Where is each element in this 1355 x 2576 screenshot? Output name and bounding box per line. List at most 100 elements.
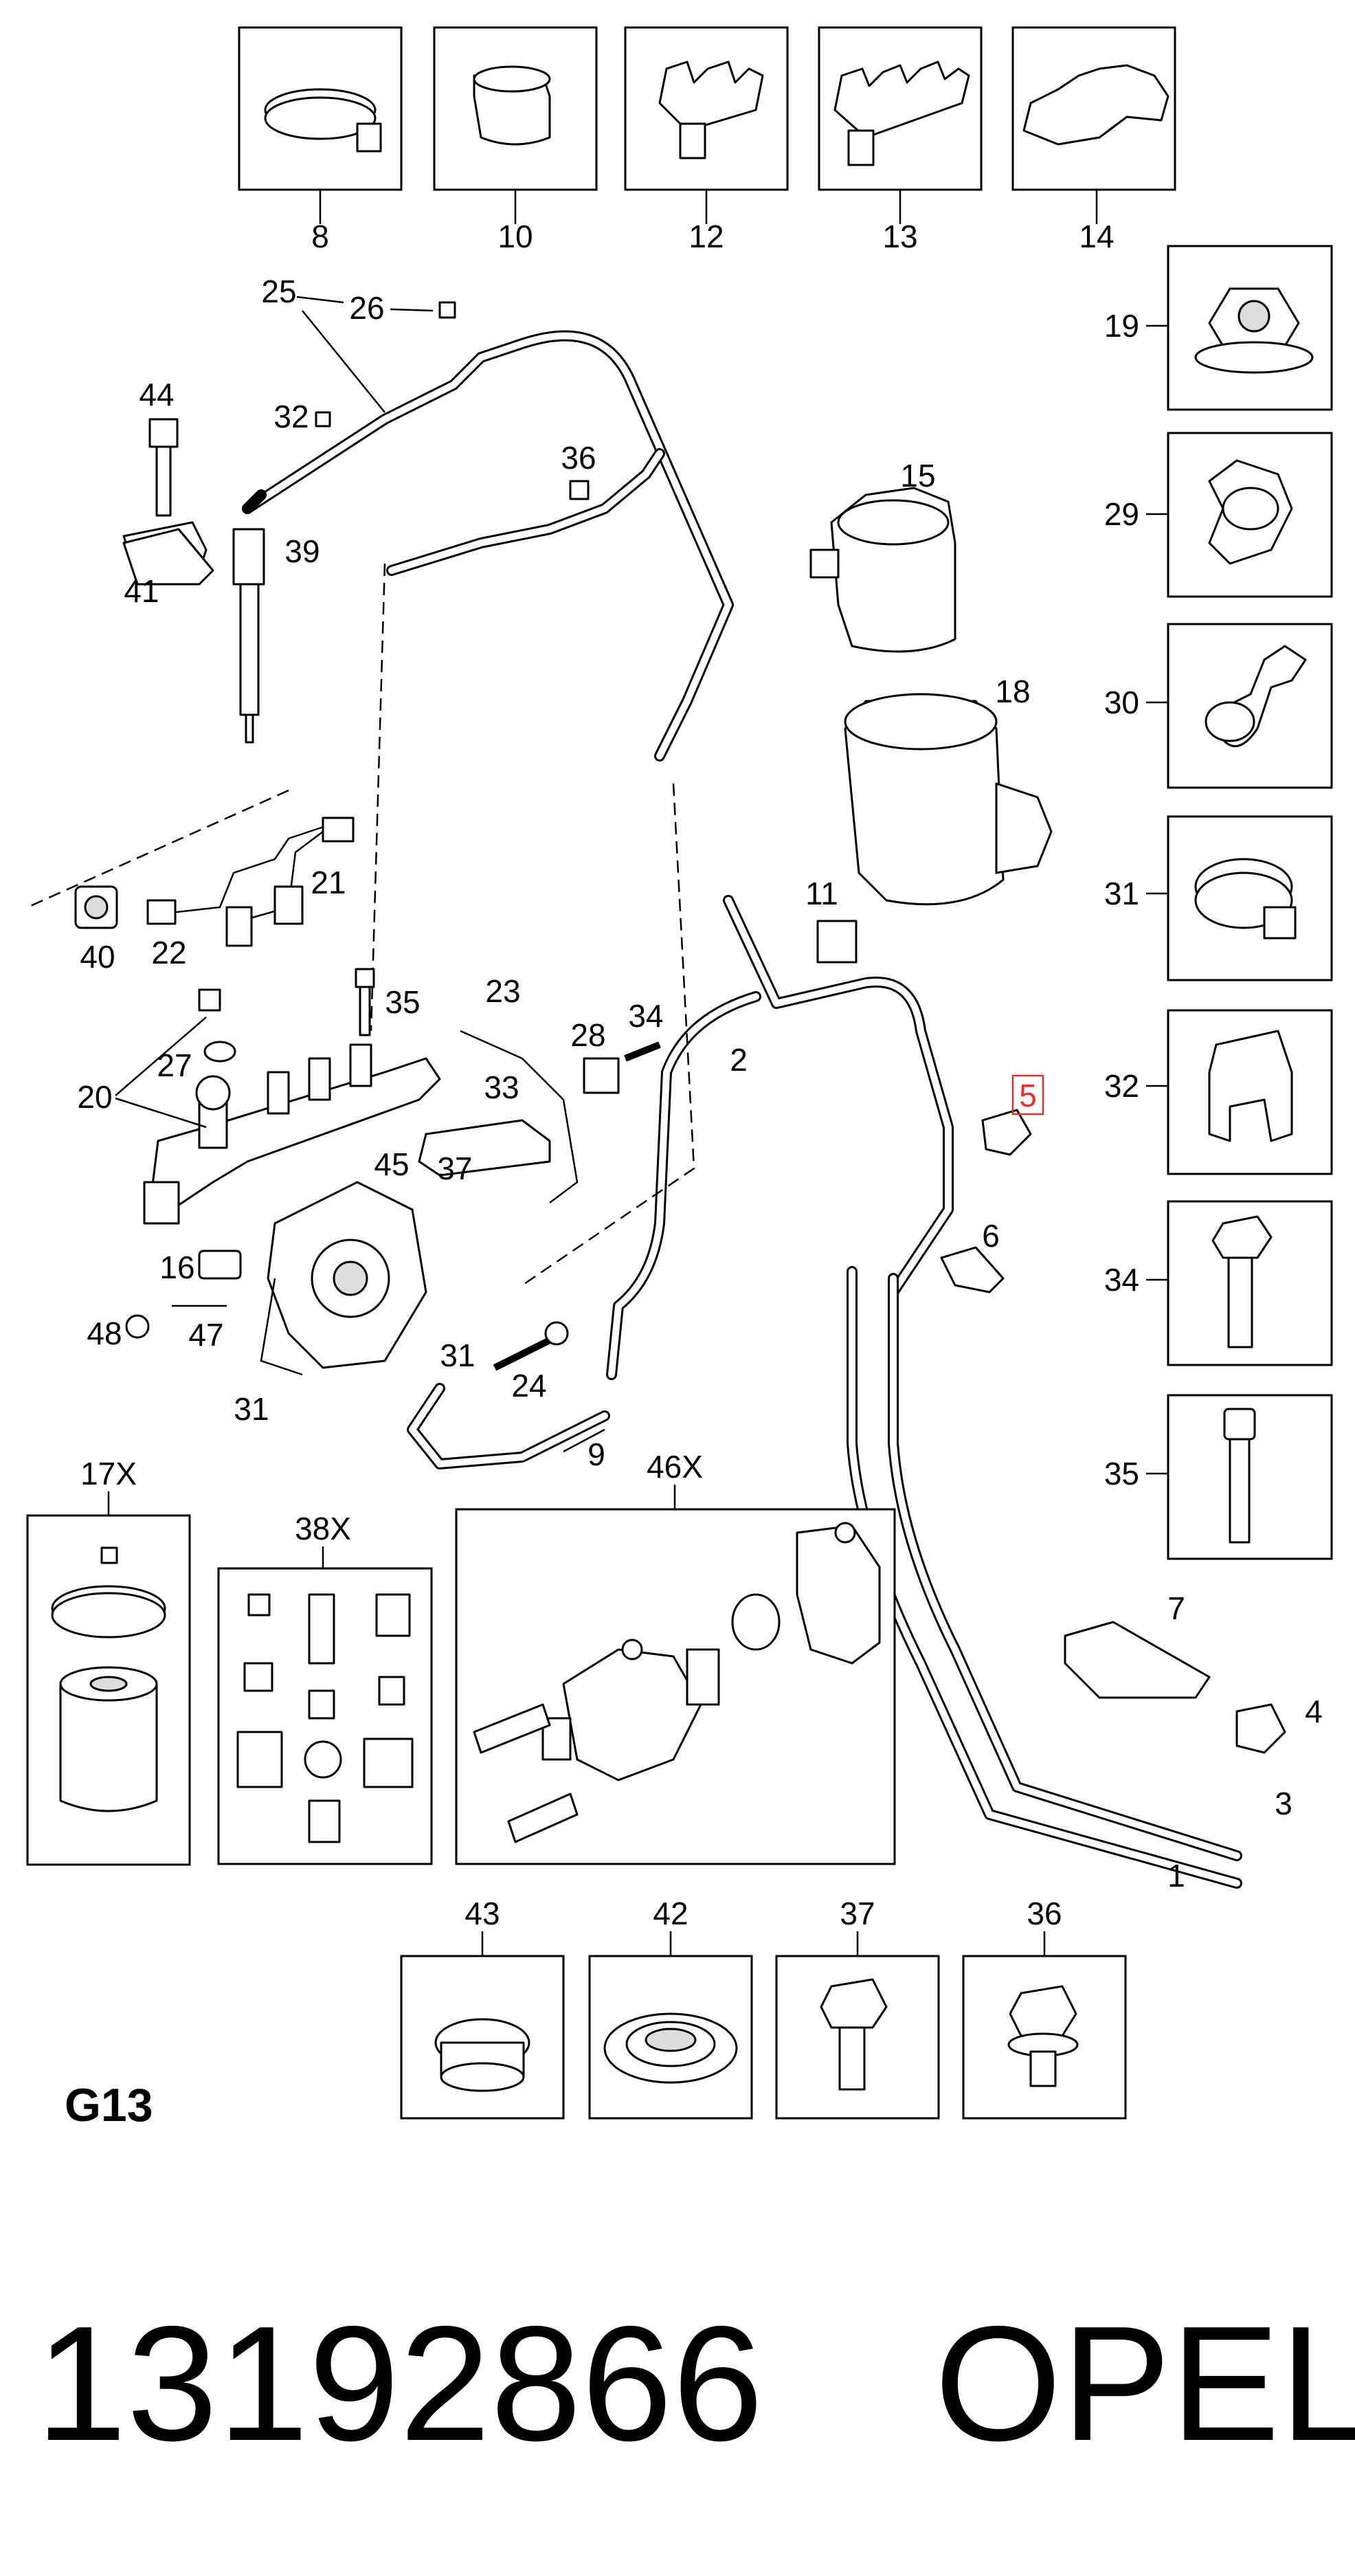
callout-46x: 46X: [647, 1449, 703, 1485]
callout-5-highlight[interactable]: 5: [1011, 1074, 1044, 1115]
detail-box-17x[interactable]: 17X: [26, 1456, 191, 1866]
callout-31-box: 31: [1104, 876, 1139, 911]
bolt-34-small[interactable]: [624, 1041, 661, 1062]
detail-box-14[interactable]: 14: [1011, 26, 1176, 254]
detail-box-30[interactable]: 30: [1104, 623, 1333, 789]
callout-23: 23: [485, 973, 520, 1009]
callout-10: 10: [497, 219, 533, 254]
callout-4: 4: [1305, 1694, 1323, 1729]
detail-box-13[interactable]: 13: [818, 26, 983, 254]
detail-box-35[interactable]: 35: [1104, 1394, 1333, 1560]
clip-11[interactable]: [816, 920, 858, 964]
bolt-35[interactable]: [355, 968, 375, 1036]
detail-box-37[interactable]: 37: [775, 1896, 940, 2120]
callout-34-upper: 34: [628, 998, 663, 1034]
housing-18[interactable]: [844, 693, 1053, 906]
callout-19: 19: [1104, 308, 1139, 344]
callout-45: 45: [374, 1146, 409, 1182]
sensor-harness-21-22[interactable]: [146, 817, 355, 947]
clip-28[interactable]: [583, 1057, 620, 1094]
callout-31-upper: 31: [440, 1337, 475, 1373]
callout-37-box: 37: [840, 1896, 875, 1931]
callout-24: 24: [511, 1368, 546, 1403]
callout-32-box: 32: [1104, 1068, 1139, 1104]
callout-35-box: 35: [1104, 1456, 1139, 1491]
bolt-27[interactable]: [198, 988, 236, 1063]
clip-6[interactable]: [940, 1246, 1005, 1293]
callout-35-upper: 35: [385, 984, 420, 1020]
callout-7: 7: [1167, 1590, 1185, 1626]
plug-40[interactable]: [74, 885, 118, 929]
detail-box-31[interactable]: 31: [1104, 815, 1333, 981]
detail-box-34[interactable]: 34: [1104, 1200, 1333, 1366]
fuel-rail-20[interactable]: [143, 1043, 441, 1225]
callout-40: 40: [80, 939, 115, 975]
callout-25: 25: [261, 274, 296, 309]
callout-3: 3: [1275, 1786, 1292, 1821]
callout-12: 12: [688, 219, 724, 254]
part-number: 13192866: [36, 2293, 763, 2475]
callout-1: 1: [1167, 1858, 1185, 1894]
callout-20: 20: [77, 1079, 112, 1115]
detail-box-46x[interactable]: 46X: [455, 1449, 896, 1865]
detail-box-32[interactable]: 32: [1104, 1009, 1333, 1175]
detail-box-38x[interactable]: 38X: [217, 1511, 433, 1865]
detail-box-29[interactable]: 29: [1104, 432, 1333, 598]
screw-47-nut-48[interactable]: [125, 1304, 227, 1339]
bracket-33[interactable]: [418, 1119, 551, 1177]
connector-25-26-32[interactable]: [242, 301, 590, 514]
callout-47: 47: [188, 1317, 223, 1353]
callout-39: 39: [284, 533, 320, 569]
dashed-leaders: [27, 563, 695, 1287]
callout-36-upper: 36: [561, 440, 596, 476]
callout-13: 13: [882, 219, 917, 254]
callout-5: 5: [1019, 1078, 1037, 1113]
detail-box-10[interactable]: 10: [433, 26, 598, 254]
callout-33: 33: [484, 1069, 519, 1105]
detail-box-8[interactable]: 8: [238, 26, 403, 254]
clip-7[interactable]: [1064, 1621, 1211, 1699]
callout-8: 8: [311, 219, 329, 254]
callout-6: 6: [982, 1218, 1000, 1254]
callout-16: 16: [159, 1250, 194, 1285]
callout-29: 29: [1104, 496, 1139, 532]
callout-14: 14: [1079, 219, 1114, 254]
brand-name: OPEL: [934, 2293, 1355, 2475]
callout-44: 44: [139, 377, 174, 412]
callout-18: 18: [995, 674, 1030, 709]
bolt-44[interactable]: [148, 418, 179, 517]
callout-31-lower: 31: [234, 1391, 269, 1427]
callout-30: 30: [1104, 685, 1139, 720]
detail-box-19[interactable]: 19: [1104, 245, 1333, 411]
callout-48: 48: [87, 1315, 122, 1351]
callout-9: 9: [587, 1436, 605, 1472]
callout-22: 22: [151, 935, 186, 970]
callout-26: 26: [349, 290, 384, 326]
clip-4[interactable]: [1235, 1703, 1286, 1754]
callout-2: 2: [730, 1042, 748, 1078]
callout-34-box: 34: [1104, 1262, 1139, 1298]
detail-box-43[interactable]: 43: [400, 1896, 565, 2120]
callout-21: 21: [311, 865, 346, 900]
callout-28: 28: [570, 1017, 605, 1053]
group-code: G13: [65, 2079, 153, 2131]
callout-38x: 38X: [295, 1511, 351, 1546]
callout-41: 41: [124, 573, 159, 609]
clamp-41[interactable]: [122, 528, 214, 586]
callout-42: 42: [653, 1896, 688, 1931]
callout-15: 15: [900, 458, 935, 493]
sensor-16[interactable]: [198, 1250, 242, 1280]
bolt-24[interactable]: [493, 1321, 569, 1371]
detail-box-12[interactable]: 12: [624, 26, 789, 254]
callout-43: 43: [464, 1896, 500, 1931]
pump-45[interactable]: [260, 1181, 427, 1376]
callout-11: 11: [805, 876, 838, 911]
callout-27: 27: [157, 1047, 192, 1083]
detail-box-42[interactable]: 42: [588, 1896, 753, 2120]
callout-32-upper: 32: [273, 399, 309, 434]
callout-37-upper: 37: [437, 1151, 472, 1186]
clip-5[interactable]: [981, 1109, 1032, 1156]
detail-box-36[interactable]: 36: [962, 1896, 1127, 2120]
filter-15[interactable]: [809, 487, 956, 653]
